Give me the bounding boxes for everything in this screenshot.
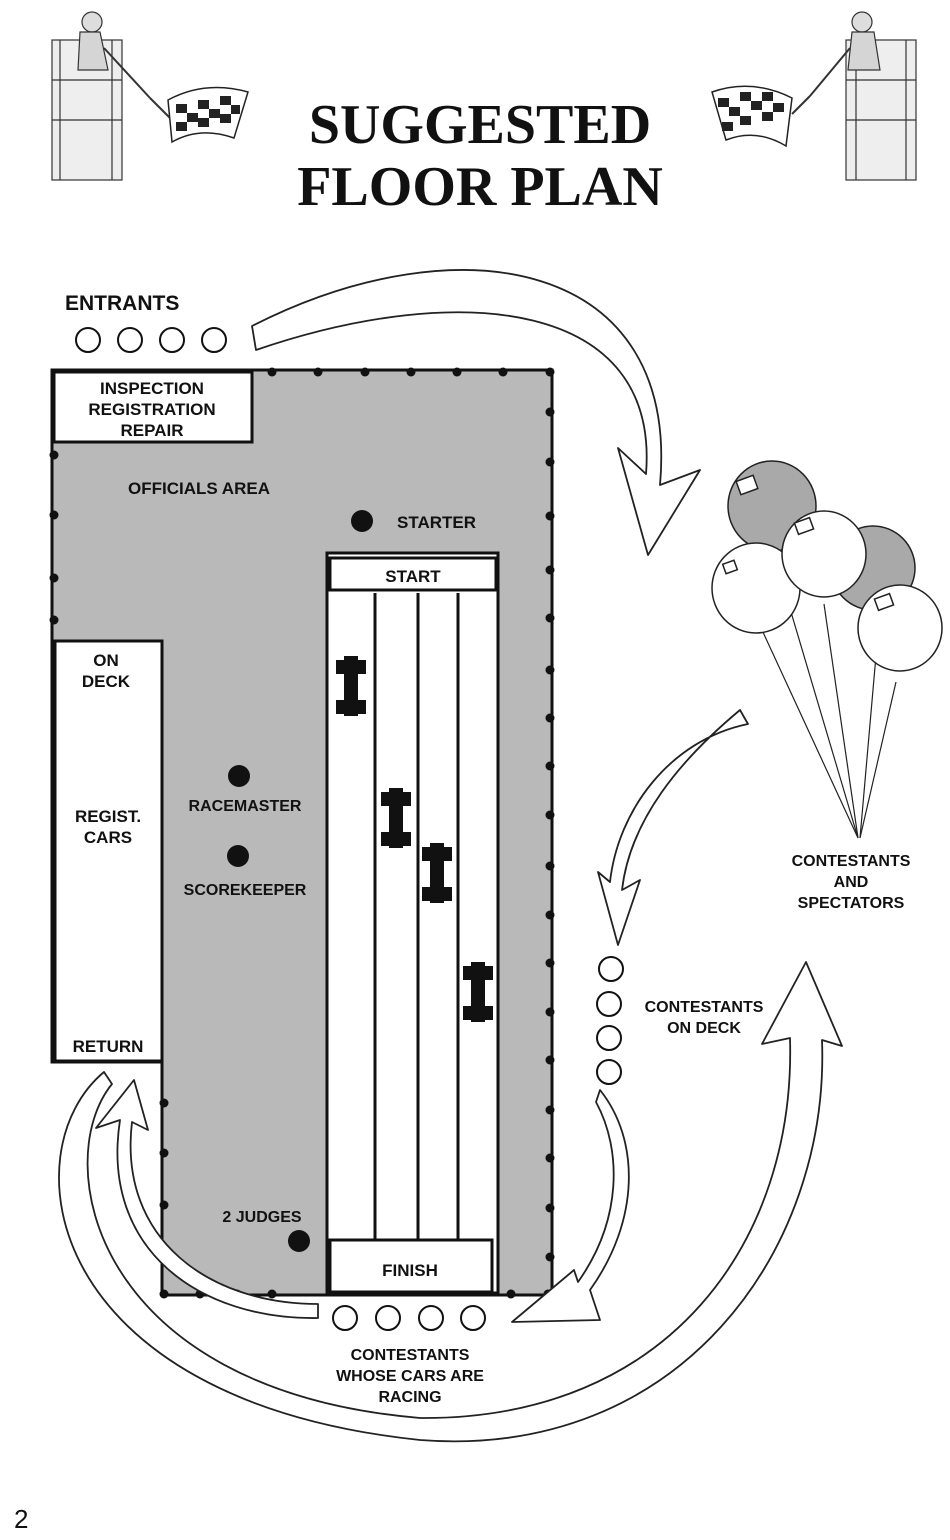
contestants-spectators-label-3: SPECTATORS [798,895,905,912]
officials-area-label: OFFICIALS AREA [128,479,270,498]
registration-label: REGISTRATION [88,400,215,419]
return-label: RETURN [73,1037,144,1056]
contestants-racing-label-2: WHOSE CARS ARE [336,1368,484,1385]
car-icon-lane-2 [381,788,411,848]
title-line-1: SUGGESTED [309,94,651,156]
right-checkered-flag-icon [711,85,793,148]
flow-arrow-on-deck-to-racing [511,1089,630,1323]
contestants-on-deck-label-1: CONTESTANTS [645,999,764,1016]
entrants-label: ENTRANTS [65,292,179,315]
contestants-spectators-label-2: AND [834,874,869,891]
inspection-label: INSPECTION [100,379,204,398]
balloons-illustration [711,460,943,839]
lane-dividers [373,593,460,1240]
regist-cars-label-2: CARS [84,828,132,847]
repair-label: REPAIR [121,421,184,440]
contestants-racing-label-3: RACING [378,1389,441,1406]
on-deck-label-1: ON [93,651,119,670]
contestants-racing-circles [332,1305,486,1331]
left-checkered-flag-icon [167,86,249,144]
on-deck-label-2: DECK [82,672,131,691]
scorekeeper-marker [227,845,249,867]
judges-marker [288,1230,310,1252]
racemaster-label: RACEMASTER [189,798,302,815]
judges-label: 2 JUDGES [222,1209,301,1226]
starter-label: STARTER [397,513,476,532]
car-icon-lane-3 [422,843,452,903]
start-box [328,556,498,592]
flow-arrow-spectators-to-on-deck [597,709,749,946]
left-flagman-illustration [51,11,171,181]
car-icon-lane-4 [463,962,493,1022]
start-label: START [385,567,441,586]
finish-label: FINISH [382,1261,438,1280]
title-line-2: FLOOR PLAN [297,156,663,218]
rope-posts [49,367,555,1299]
page-number: 2 [14,1504,28,1534]
contestants-racing-label-1: CONTESTANTS [351,1347,470,1364]
contestants-on-deck-circles [596,956,624,1085]
scorekeeper-label: SCOREKEEPER [184,882,307,899]
contestants-on-deck-label-2: ON DECK [667,1020,741,1037]
flow-arrow-entrants-to-spectators [251,269,701,556]
regist-cars-label-1: REGIST. [75,807,141,826]
car-icon-lane-1 [336,656,366,716]
entrants-circles [75,327,227,353]
on-deck-registered-cars-area [53,639,164,1063]
contestants-spectators-label-1: CONTESTANTS [792,853,911,870]
finish-box [328,1238,494,1294]
flow-arrow-return-to-spectators [58,961,843,1443]
starter-marker [351,510,373,532]
flow-arrow-racing-to-return [95,1079,319,1319]
racemaster-marker [228,765,250,787]
right-flagman-illustration [791,11,917,181]
inspection-registration-repair-area [52,370,254,444]
